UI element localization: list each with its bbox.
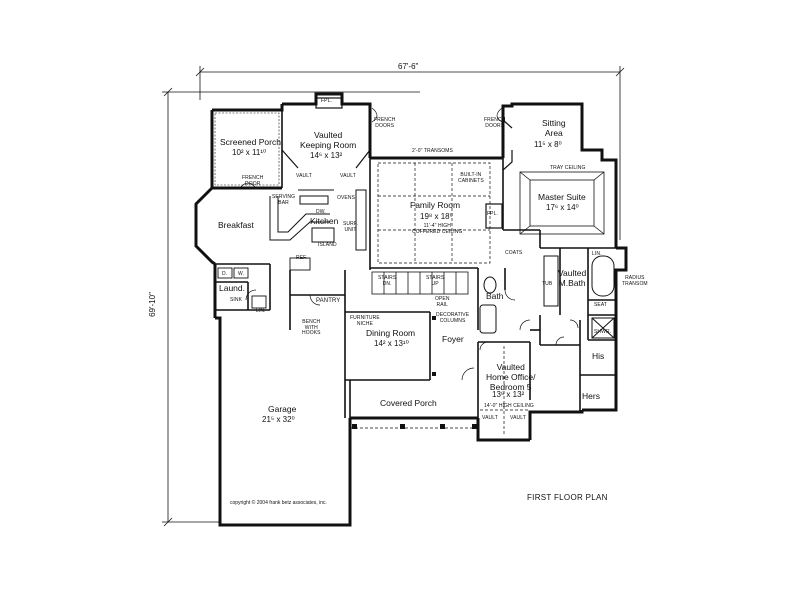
room-sitting-area: Sitting Area [542, 118, 566, 138]
note-fpl-family: FPL. [487, 211, 498, 217]
room-bath: Bath [486, 291, 504, 301]
note-radius-transom: RADIUS TRANSOM [622, 275, 648, 287]
overall-width-label: 67'-6" [398, 62, 419, 71]
note-stairs-dn: STAIRS DN. [378, 275, 397, 287]
note-french-doors-left: FRENCH DOORS [374, 117, 396, 129]
room-screened-porch: Screened Porch [220, 137, 281, 147]
note-french-door-porch: FRENCH DOOR [242, 175, 264, 187]
room-master-suite-dim: 17⁶ x 14⁰ [546, 203, 579, 212]
room-breakfast: Breakfast [218, 220, 254, 230]
note-vault-office-right: VAULT [510, 415, 526, 421]
note-high-ceiling: 14'-0" HIGH CEILING [484, 403, 534, 409]
room-dining-room: Dining Room [366, 328, 416, 338]
note-ref: REF. [296, 255, 308, 261]
note-vault-office-left: VAULT [482, 415, 498, 421]
master-tub [543, 255, 615, 339]
note-shwr: SHWR. [594, 329, 612, 335]
tray-ceiling [519, 171, 605, 235]
room-garage: Garage [268, 404, 297, 414]
note-sink: SINK [230, 297, 243, 303]
room-his: His [592, 351, 605, 361]
interior-walls [211, 110, 616, 440]
note-fpl-top: FPL. [321, 98, 332, 104]
room-kitchen: Kitchen [310, 216, 339, 226]
note-coffered: 11'-4" HIGH COFFERED CEILING [412, 223, 463, 235]
note-coats: COATS [505, 250, 523, 256]
note-lin-top: LIN. [592, 251, 602, 257]
room-screened-porch-dim: 10² x 11¹⁰ [232, 148, 267, 157]
note-french-doors-right: FRENCH DOORS [484, 117, 506, 129]
stairs [371, 271, 469, 295]
plan-title: FIRST FLOOR PLAN [527, 493, 608, 502]
note-vault-left: VAULT [296, 173, 312, 179]
room-sitting-area-dim: 11⁵ x 8⁰ [534, 140, 562, 149]
room-keeping-room: Vaulted Keeping Room [300, 130, 357, 150]
note-tray-ceiling: TRAY CEILING [550, 165, 586, 171]
note-lin-laundry: LIN. [256, 308, 266, 314]
note-d: D. [222, 271, 228, 277]
note-builtin-cabinets: BUILT-IN CABINETS [458, 172, 484, 184]
note-vault-right: VAULT [340, 173, 356, 179]
copyright-notice: copyright © 2004 frank betz associates, … [230, 500, 327, 506]
kitchen-cabinets [269, 189, 367, 251]
room-family-room-dim: 19⁸ x 18⁰ [420, 212, 453, 221]
room-keeping-room-dim: 14⁶ x 13² [310, 151, 343, 160]
overall-depth-label: 69'-10" [147, 292, 157, 317]
room-pantry: PANTRY [316, 298, 341, 304]
room-covered-porch: Covered Porch [380, 398, 437, 408]
note-furniture-niche: FURNITURE NICHE [350, 315, 380, 327]
note-seat: SEAT [594, 302, 608, 308]
note-serving-bar: SERVING BAR [272, 194, 296, 206]
screened-porch-screen [214, 112, 280, 186]
note-stairs-up: STAIRS UP [426, 275, 445, 287]
note-open-rail: OPEN RAIL [435, 296, 450, 308]
room-dining-room-dim: 14² x 13¹⁰ [374, 339, 409, 348]
room-laundry: Laund. [219, 283, 245, 293]
note-w: W. [238, 271, 245, 277]
overall-depth-dimension [162, 87, 420, 527]
note-dw: DW. [316, 209, 326, 215]
note-surf-unit: SURF. UNIT [343, 221, 358, 233]
room-hers: Hers [582, 391, 600, 401]
overall-width-dimension [195, 66, 625, 240]
room-master-suite: Master Suite [538, 192, 586, 202]
room-family-room: Family Room [410, 200, 461, 210]
coffered-ceiling-grid [377, 162, 491, 264]
room-garage-dim: 21⁵ x 32⁰ [262, 415, 295, 424]
note-transoms: 2'-0" TRANSOMS [412, 148, 453, 154]
note-ovens: OVENS [337, 195, 356, 201]
note-bench: BENCH WITH HOOKS [302, 319, 321, 336]
note-decorative-columns: DECORATIVE COLUMNS [436, 312, 470, 324]
door-swings [239, 107, 579, 381]
room-foyer: Foyer [442, 334, 464, 344]
room-home-office: Vaulted Home Office/ Bedroom 5 [486, 362, 536, 392]
room-home-office-dim: 13⁶ x 13² [492, 390, 525, 399]
note-tub: TUB [542, 281, 553, 287]
room-master-bath: Vaulted M.Bath [558, 268, 587, 288]
note-island: ISLAND [318, 242, 337, 248]
